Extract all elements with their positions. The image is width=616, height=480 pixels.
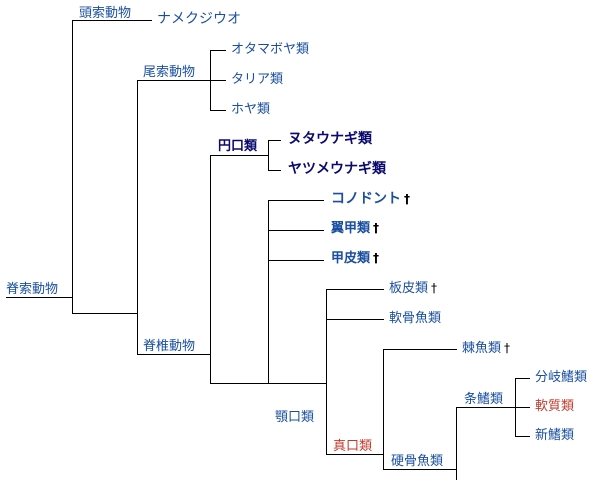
placodermi-label: 板皮類 — [389, 281, 429, 296]
branch-line — [210, 50, 226, 51]
leaf-cladistia[interactable]: 分岐鰭類 — [534, 370, 589, 385]
branch-line — [326, 289, 327, 455]
leaf-placodermi[interactable]: 板皮類† — [388, 281, 439, 296]
branch-line — [268, 200, 324, 201]
extinct-mark: † — [504, 341, 511, 355]
node-osteichthyes[interactable]: 硬骨魚類 — [390, 454, 445, 469]
node-eugnathostomata[interactable]: 真口類 — [332, 439, 374, 454]
branch-line — [137, 354, 211, 355]
leaf-cephalaspidomorphi[interactable]: 甲皮類† — [330, 251, 381, 266]
branch-line — [456, 407, 457, 480]
branch-line — [268, 140, 281, 141]
branch-line — [6, 297, 73, 298]
branch-line — [268, 140, 269, 171]
branch-line — [383, 349, 384, 470]
node-actinopterygii[interactable]: 条鰭類 — [463, 392, 505, 407]
branch-line — [72, 20, 152, 21]
branch-line — [72, 20, 73, 314]
branch-line — [515, 378, 530, 379]
branch-line — [326, 319, 384, 320]
extinct-mark: † — [373, 251, 380, 265]
branch-line — [72, 313, 138, 314]
branch-line — [268, 383, 327, 384]
extinct-mark: † — [373, 221, 380, 235]
leaf-acanthodii[interactable]: 棘魚類† — [461, 341, 512, 356]
leaf-lamprey[interactable]: ヤツメウナギ類 — [287, 161, 387, 177]
node-cephalochordata[interactable]: 頭索動物 — [78, 6, 133, 21]
branch-line — [383, 469, 457, 470]
branch-line — [326, 289, 384, 290]
branch-line — [210, 80, 226, 81]
node-chordata[interactable]: 脊索動物 — [5, 282, 60, 297]
leaf-thaliacea[interactable]: タリア類 — [230, 72, 285, 87]
branch-line — [268, 230, 324, 231]
leaf-appendicularia[interactable]: オタマボヤ類 — [230, 42, 311, 57]
branch-line — [210, 155, 211, 384]
leaf-conodont[interactable]: コノドント† — [330, 192, 411, 206]
leaf-pteraspidomorphi[interactable]: 翼甲類† — [330, 221, 381, 236]
leaf-ascidiacea[interactable]: ホヤ類 — [230, 102, 272, 117]
extinct-mark: † — [431, 281, 438, 295]
branch-line — [383, 349, 457, 350]
node-vertebrata[interactable]: 脊椎動物 — [142, 339, 197, 354]
branch-line — [137, 80, 138, 354]
branch-line — [515, 407, 530, 408]
node-urochordata[interactable]: 尾索動物 — [142, 65, 197, 80]
leaf-amphioxus[interactable]: ナメクジウオ — [156, 11, 242, 27]
leaf-chondrostei[interactable]: 軟質類 — [534, 399, 576, 414]
branch-line — [210, 110, 226, 111]
leaf-chondrichthyes[interactable]: 軟骨魚類 — [388, 311, 443, 326]
extinct-mark: † — [404, 192, 410, 206]
branch-line — [515, 436, 530, 437]
branch-line — [268, 260, 324, 261]
branch-line — [456, 407, 516, 408]
node-gnathostomata[interactable]: 顎口類 — [274, 410, 316, 425]
leaf-neopterygii[interactable]: 新鰭類 — [534, 428, 576, 443]
leaf-hagfish[interactable]: ヌタウナギ類 — [287, 131, 373, 147]
acanthodii-label: 棘魚類 — [462, 341, 502, 356]
conodont-label: コノドント — [331, 191, 401, 207]
branch-line — [210, 383, 269, 384]
pteraspidomorphi-label: 翼甲類 — [331, 221, 371, 236]
branch-line — [326, 454, 384, 455]
branch-line — [268, 200, 269, 384]
cephalaspidomorphi-label: 甲皮類 — [331, 251, 371, 266]
branch-line — [210, 155, 269, 156]
branch-line — [268, 170, 281, 171]
branch-line — [137, 80, 211, 81]
node-cyclostomata[interactable]: 円口類 — [217, 139, 259, 154]
